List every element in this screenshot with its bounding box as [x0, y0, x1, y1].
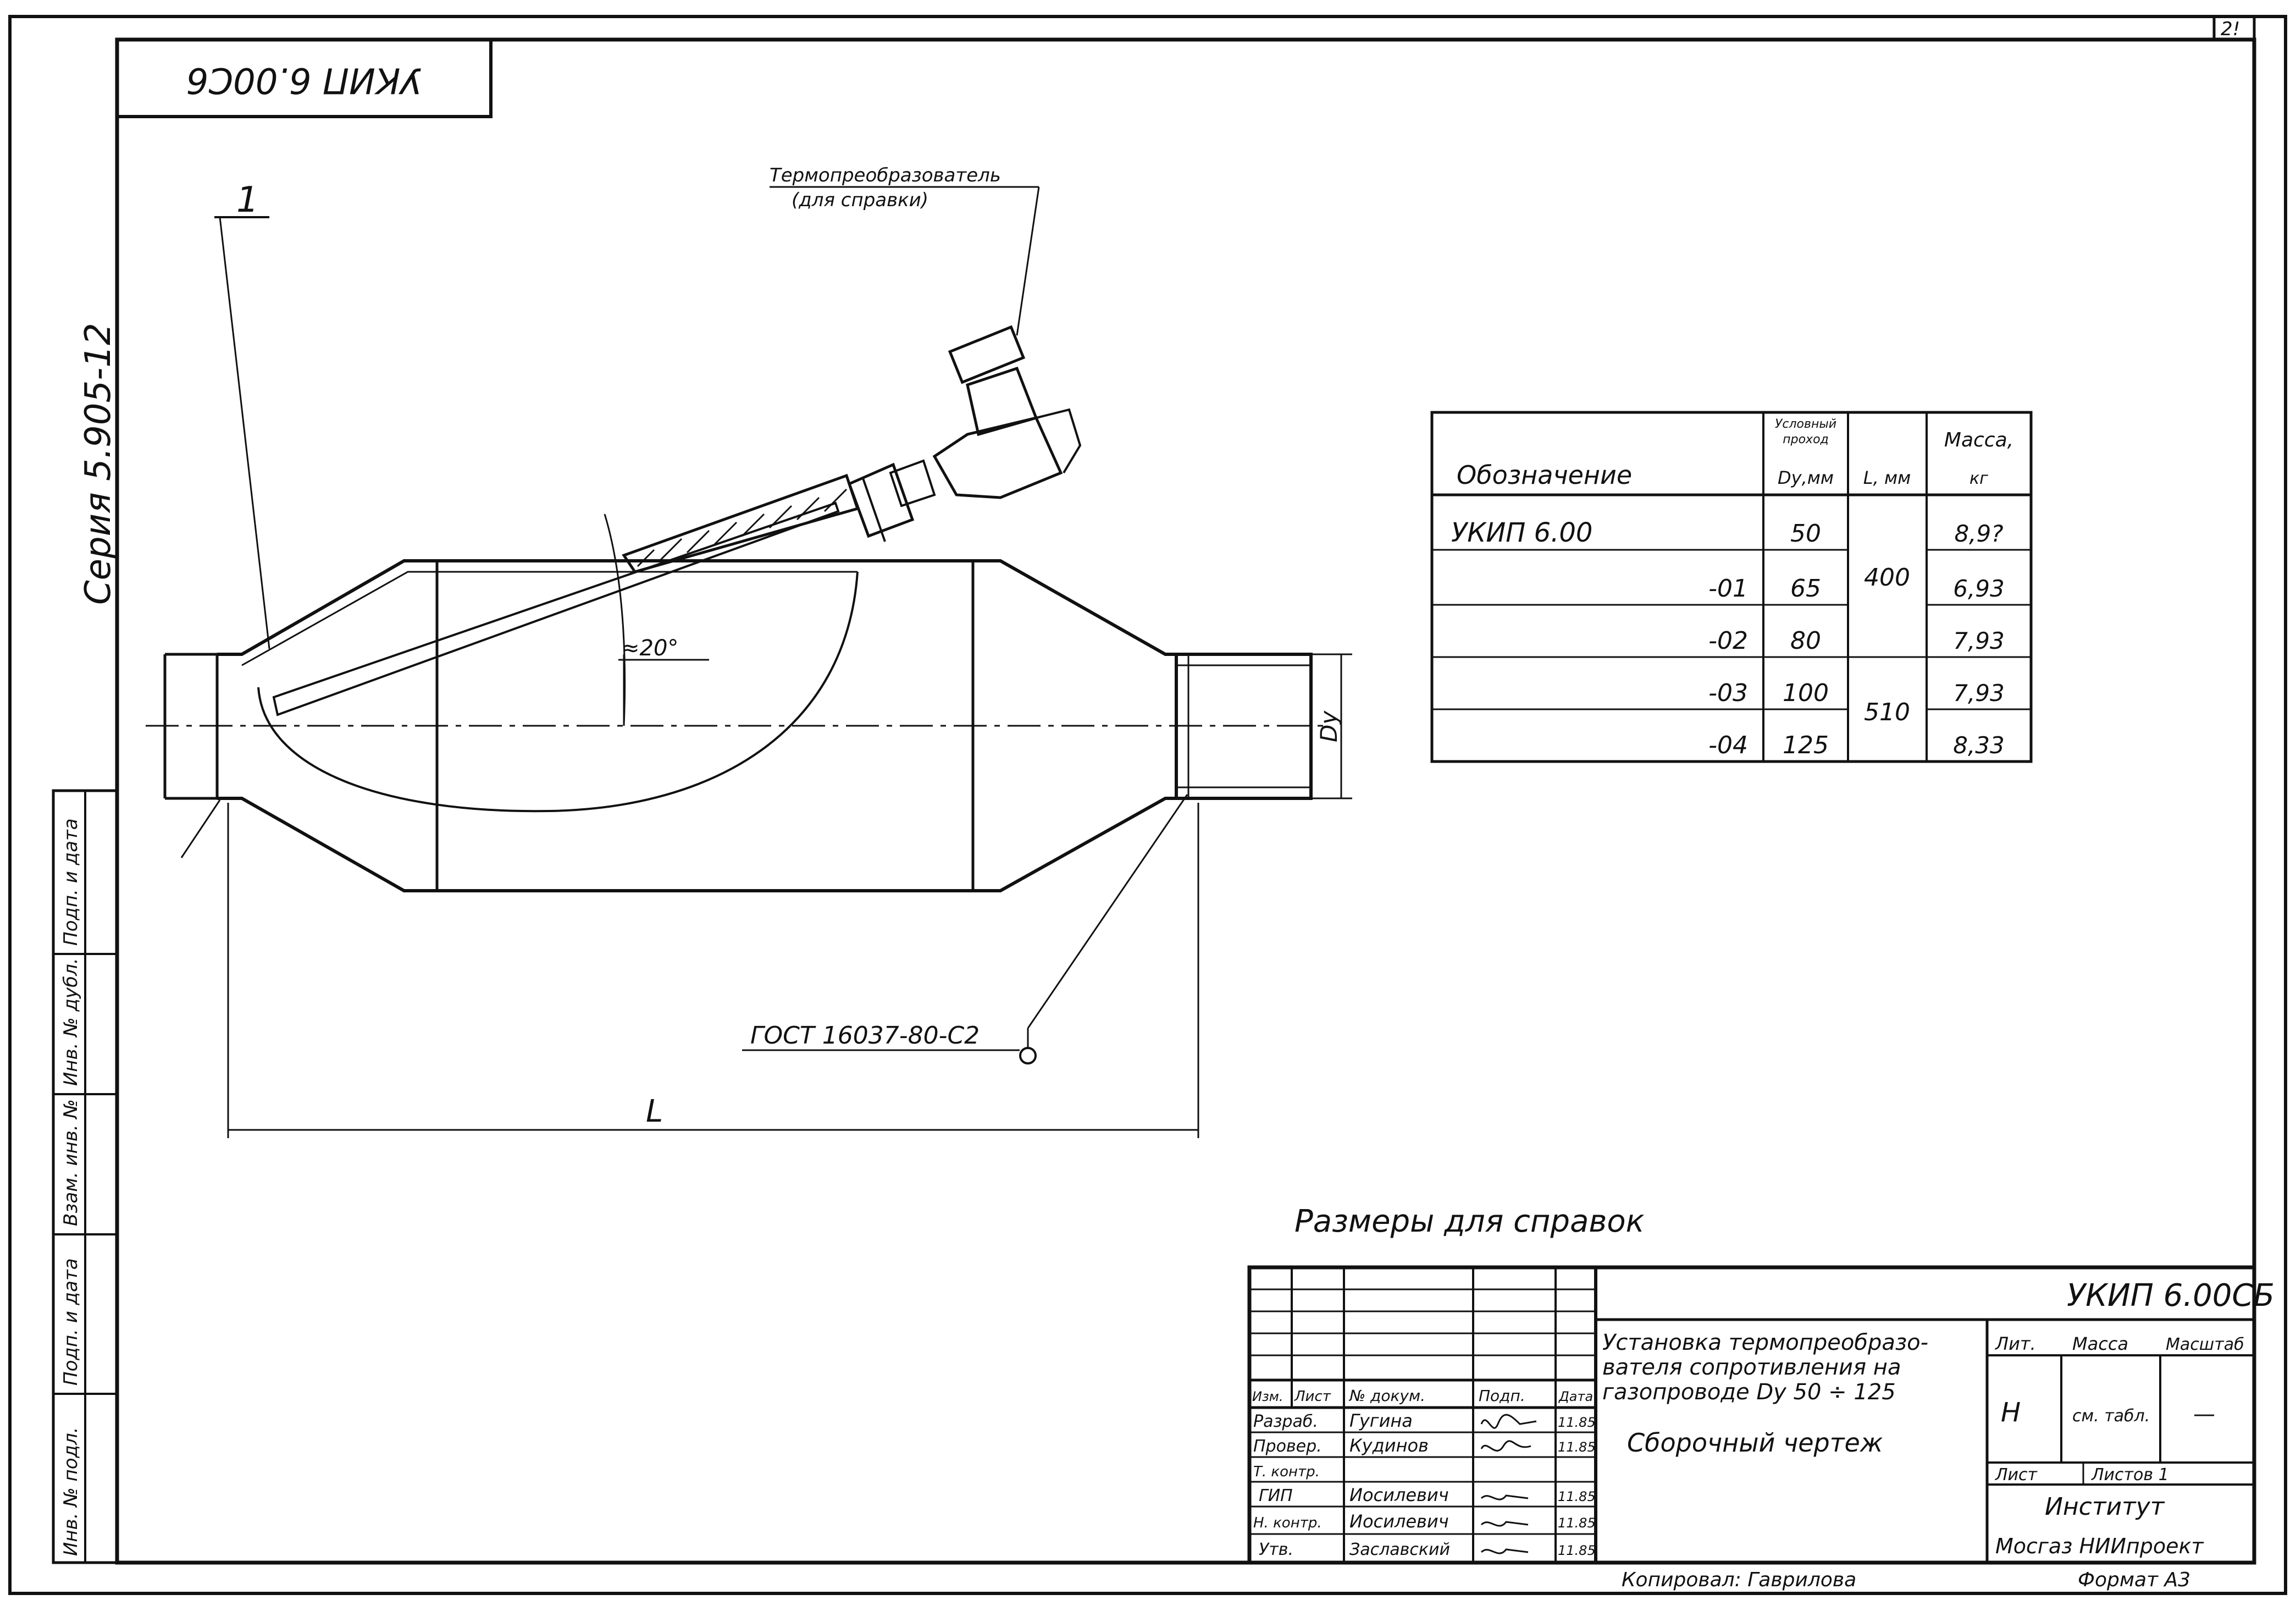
row-dy: 125 [1783, 731, 1829, 759]
th-length: L, мм [1863, 467, 1911, 488]
tb-mass-value: см. табл. [2072, 1406, 2150, 1426]
th-designation: Обозначение [1457, 460, 1632, 490]
title-block: УКИП 6.00СБ Установка термопреобразо- ва… [1247, 1265, 2275, 1565]
tb-date: 11.85 [1558, 1543, 1596, 1558]
stamp-box [115, 38, 493, 118]
row-dy: 80 [1790, 627, 1821, 655]
signatures [1480, 1414, 1537, 1554]
tb-title-line1: Установка термопреобразо- [1602, 1330, 1928, 1355]
series-label: Серия 5.905-12 [78, 323, 119, 605]
row-dy: 50 [1790, 520, 1821, 548]
th-mass: Масса, [1944, 429, 2013, 451]
sensor-head [932, 416, 1063, 499]
assembly-drawing [146, 186, 1352, 1138]
copied-by: Копировал: Гаврилова [1622, 1569, 1856, 1591]
row-designation: -01 [1708, 575, 1748, 603]
cutaway-outline [257, 571, 859, 813]
part-callout: 1 [236, 180, 259, 220]
strip-cell-4: Подп. и дата [60, 1258, 82, 1386]
tb-date: 11.85 [1558, 1515, 1596, 1531]
stamp-code: УКИП 6.00С6 [186, 59, 422, 100]
outer-frame [8, 15, 2287, 1595]
tb-role: ГИП [1259, 1486, 1293, 1505]
th-bore-top: Условный [1775, 417, 1836, 431]
row-mass: 6,93 [1953, 575, 2005, 602]
row-mass: 8,9? [1954, 520, 2003, 547]
tb-doc-code: УКИП 6.00СБ [2067, 1278, 2275, 1314]
tb-institute-name: Мосгаз НИИпроект [1995, 1534, 2204, 1558]
row-designation: УКИП 6.00 [1451, 517, 1592, 548]
tb-lit-value: Н [2001, 1397, 2021, 1428]
tb-date: 11.85 [1558, 1439, 1596, 1455]
tb-mass-label: Масса [2072, 1333, 2128, 1354]
tb-name: Иосилевич [1349, 1485, 1449, 1505]
tb-name: Иосилевич [1349, 1511, 1449, 1532]
tb-scale-value: — [2193, 1402, 2215, 1427]
row-dy: 100 [1783, 679, 1829, 707]
tb-drawing-type: Сборочный чертеж [1627, 1428, 1883, 1458]
tb-name: Кудинов [1349, 1435, 1429, 1456]
tb-role: Разраб. [1253, 1412, 1318, 1431]
tb-name: Гугина [1349, 1410, 1413, 1431]
head-cap [948, 325, 1026, 384]
tb-lit-label: Лит. [1995, 1333, 2036, 1354]
th-bore-unit: Dу,мм [1778, 467, 1834, 488]
body-upper-contour [217, 559, 1176, 656]
length-group-400: 400 [1864, 564, 1910, 592]
th-mass-unit: кг [1969, 469, 1988, 488]
th-bore-mid: проход [1783, 433, 1829, 446]
length-group-510: 510 [1864, 698, 1910, 726]
tb-col-list: Лист [1294, 1388, 1331, 1405]
strip-cell-3: Взам. инв. № [60, 1099, 82, 1226]
page-number: 2! [2221, 18, 2240, 40]
tb-sheets-label: Листов 1 [2091, 1465, 2169, 1485]
strip-cell-5: Инв. № подл. [60, 1427, 82, 1556]
tb-role: Т. контр. [1253, 1464, 1320, 1480]
tb-title-line3: газопроводе Dу 50 ÷ 125 [1602, 1380, 1896, 1405]
tb-col-izm: Изм. [1252, 1389, 1283, 1404]
tb-date: 11.85 [1558, 1415, 1596, 1430]
tb-role: Провер. [1253, 1437, 1322, 1456]
tb-role: Н. контр. [1253, 1515, 1322, 1531]
tb-col-doc: № докум. [1348, 1387, 1425, 1405]
tb-col-date: Дата [1558, 1389, 1593, 1404]
sensor-label-line2: (для справки) [792, 189, 928, 211]
row-designation: -04 [1708, 731, 1748, 759]
body-lower-contour [217, 797, 1176, 892]
side-strip: Подп. и дата Инв. № дубл. Взам. инв. № П… [52, 789, 119, 1564]
tb-role: Утв. [1259, 1540, 1293, 1559]
tb-name: Заславский [1349, 1540, 1450, 1559]
angle-label: ≈20° [621, 636, 678, 661]
row-mass: 7,93 [1953, 627, 2005, 654]
tb-institute-label: Институт [2045, 1493, 2165, 1521]
dim-l: L [646, 1094, 663, 1129]
boss-sleeve [622, 473, 860, 573]
strip-cell-2: Инв. № дубл. [60, 958, 82, 1086]
tb-scale-label: Масштаб [2166, 1335, 2244, 1354]
reference-note: Размеры для справок [1294, 1204, 1645, 1239]
thermowell [272, 501, 840, 716]
tb-date: 11.85 [1558, 1489, 1596, 1504]
row-designation: -02 [1708, 627, 1748, 655]
fitting-nut [847, 462, 915, 538]
row-dy: 65 [1790, 575, 1821, 603]
page-number-box [2212, 15, 2256, 41]
dim-dy: Dу [1315, 710, 1342, 742]
tb-sheet-label: Лист [1995, 1465, 2038, 1485]
row-mass: 7,93 [1953, 680, 2005, 707]
format-label: Формат А3 [2078, 1569, 2190, 1591]
row-designation: -03 [1708, 679, 1748, 707]
right-pipe [1175, 653, 1313, 800]
strip-cell-1: Подп. и дата [60, 818, 82, 946]
left-pipe [163, 653, 217, 800]
sensor-label-line1: Термопреобразователь [770, 164, 1001, 186]
tb-title-line2: вателя сопротивления на [1602, 1355, 1901, 1380]
spec-table: Обозначение Условный проход Dу,мм L, мм … [1430, 411, 2033, 763]
row-mass: 8,33 [1953, 732, 2005, 759]
gost-label: ГОСТ 16037-80-С2 [750, 1022, 980, 1050]
tb-col-sign: Подп. [1479, 1387, 1525, 1405]
